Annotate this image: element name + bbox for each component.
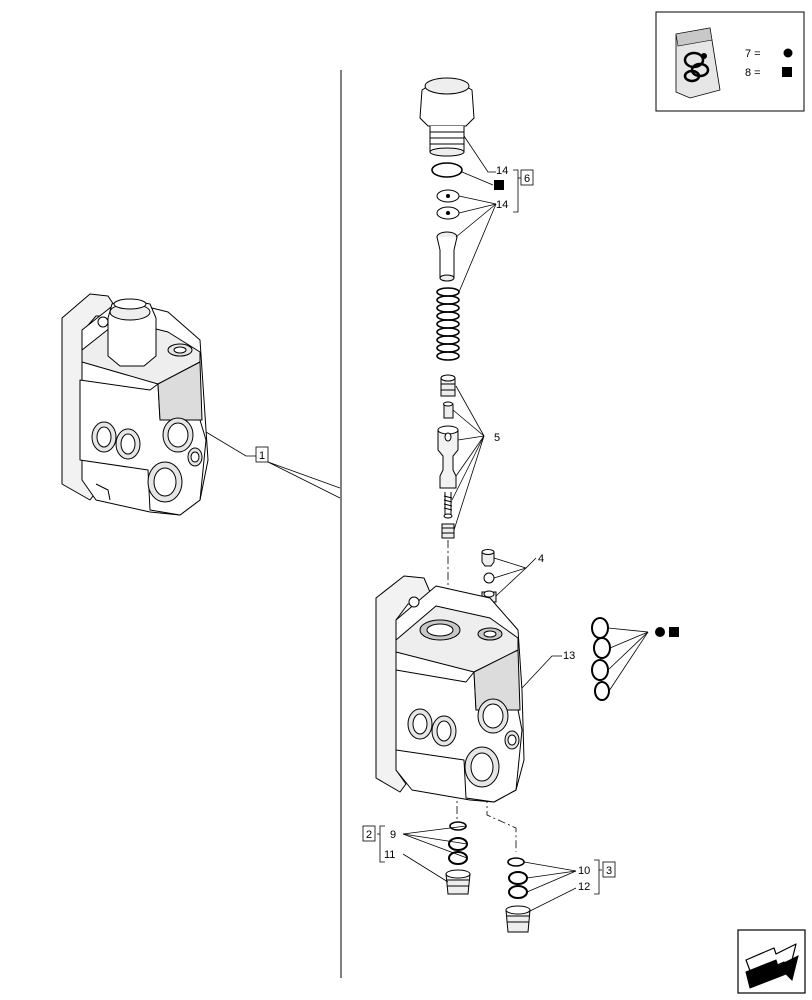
filled-circle-icon: [783, 48, 793, 58]
callout-1: 1: [205, 431, 341, 499]
callout-3-box: [602, 861, 616, 878]
plunger-pin: [436, 231, 458, 282]
kit-legend: 7 = 8 =: [655, 11, 805, 112]
callout-13-text: 13: [563, 650, 575, 662]
filled-square-icon: [669, 627, 679, 637]
callout-1-text: 1: [259, 450, 265, 462]
cap-washers: [436, 189, 460, 220]
next-page-arrow-icon[interactable]: [737, 929, 806, 994]
spool-parts: [437, 374, 459, 539]
seal-kit-bag-icon: [675, 27, 721, 99]
assembled-valve-section: [61, 293, 209, 516]
callout-3-text: 3: [606, 865, 612, 877]
callout-2-text: 2: [366, 829, 372, 841]
detent-parts: [481, 549, 497, 603]
callout-5-text: 5: [494, 432, 500, 444]
kit-orings-leader: [607, 627, 649, 692]
bottom-right-fittings: [505, 857, 531, 933]
callout-14-lower-text: 14: [496, 199, 508, 211]
legend-kit7-text: 7 =: [745, 48, 761, 60]
kit-orings: [591, 617, 611, 701]
callout-leaders: [377, 135, 602, 913]
callout-4-text: 4: [538, 553, 544, 565]
filled-square-icon: [782, 67, 792, 77]
callout-6-text: 6: [524, 173, 530, 185]
filled-square-icon: [494, 180, 504, 190]
filled-circle-icon: [655, 627, 665, 637]
callout-2-box: [362, 825, 376, 842]
callout-12-text: 12: [578, 881, 590, 893]
callout-10-text: 10: [578, 865, 590, 877]
callout-6-box: [520, 169, 534, 186]
callout-11-text: 11: [384, 849, 395, 861]
cap-oring: [431, 162, 463, 178]
valve-housing: [375, 575, 525, 803]
cap-part: [419, 77, 475, 157]
spring: [436, 287, 460, 361]
bottom-left-fittings: [445, 821, 471, 895]
legend-kit8-text: 8 =: [745, 67, 761, 79]
callout-14-upper-text: 14: [496, 165, 508, 177]
callout-9-text: 9: [390, 829, 396, 841]
